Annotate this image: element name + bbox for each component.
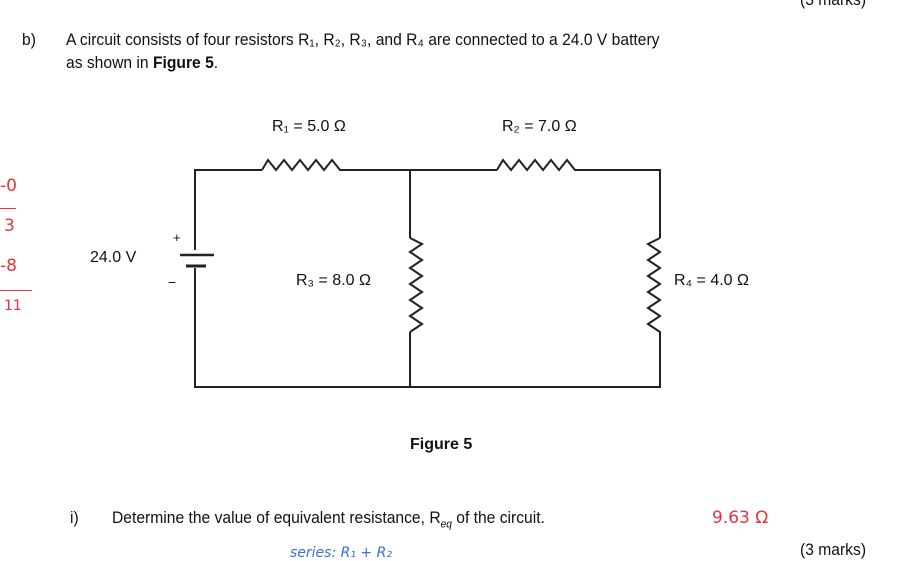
marks: (3 marks)	[800, 540, 867, 559]
margin-note-2: 3	[4, 216, 15, 236]
r2-label: R₂ = 7.0 Ω	[502, 118, 577, 135]
q2-suffix: .	[213, 53, 219, 72]
handwritten-answer: 9.63 Ω	[712, 508, 769, 528]
resistor-r4	[646, 237, 662, 345]
wire-right-bottom	[194, 268, 661, 388]
figure-ref: Figure 5	[152, 53, 214, 72]
sq-subscript: eq	[440, 518, 452, 531]
previous-marks: (3 marks)	[800, 0, 866, 10]
margin-note-3: -8	[0, 256, 17, 276]
resistor-r1	[261, 158, 350, 172]
resistor-r2	[496, 158, 592, 172]
minus-sign: −	[168, 274, 177, 290]
question-line-1: A circuit consists of four resistors R₁,…	[66, 30, 660, 49]
r3-label: R₃ = 8.0 Ω	[296, 272, 371, 289]
plus-sign: +	[173, 230, 181, 245]
bottom-handwritten-note: series: R₁ + R₂	[290, 545, 392, 561]
subquestion-label: i)	[70, 508, 79, 527]
r1-label: R₁ = 5.0 Ω	[272, 118, 346, 135]
question-label: b)	[22, 30, 36, 49]
question-line-2: as shown in Figure 5.	[66, 53, 218, 73]
margin-fraction-bar-2	[0, 290, 32, 291]
margin-note-1: -0	[0, 176, 17, 196]
wire-top-right	[592, 169, 661, 238]
wire-top-left	[194, 169, 262, 250]
r4-label: R₄ = 4.0 Ω	[674, 272, 749, 289]
sq-text: Determine the value of equivalent resist…	[112, 508, 441, 527]
margin-note-4: 11	[4, 298, 22, 314]
resistor-r3	[408, 237, 424, 333]
margin-fraction-bar-1	[0, 208, 16, 209]
figure-caption: Figure 5	[410, 436, 473, 453]
sq-suffix: of the circuit.	[451, 508, 545, 527]
battery-label: 24.0 V	[90, 249, 137, 266]
subquestion-text: Determine the value of equivalent resist…	[112, 508, 545, 530]
q2-prefix: as shown in	[66, 53, 153, 72]
